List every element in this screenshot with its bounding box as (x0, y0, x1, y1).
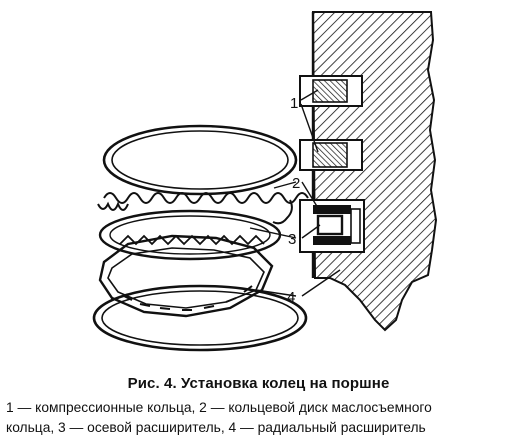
axial-expander-upper (103, 192, 309, 204)
piston-ring-diagram: 1 2 3 4 (92, 11, 438, 352)
compression-ring-2-section (312, 142, 348, 168)
callout-3: 3 (288, 231, 296, 248)
callout-1: 1 (290, 95, 298, 112)
disc-lower-section (313, 236, 351, 245)
radial-expander-section (350, 208, 361, 244)
ring-stack (92, 124, 309, 352)
legend-line-1: 1 — компрессионные кольца, 2 — кольцевой… (6, 400, 432, 415)
radial-expander (98, 234, 274, 318)
disc-upper-section (313, 205, 351, 214)
caption-title: Рис. 4. Установка колец на поршне (127, 375, 390, 392)
disc-ring (98, 209, 282, 261)
compression-ring-1-section (312, 79, 348, 103)
compression-ring-bottom (92, 284, 308, 352)
legend-line-2: кольца, 3 — осевой расширитель, 4 — ради… (6, 420, 426, 435)
compression-ring-top (102, 124, 298, 196)
callout-2: 2 (292, 175, 300, 192)
leader-lines (249, 89, 341, 297)
caption-legend: 1 — компрессионные кольца, 2 — кольцевой… (6, 398, 516, 438)
piston-section (299, 11, 438, 332)
axial-expander-section (316, 214, 344, 236)
callout-4: 4 (287, 289, 295, 306)
